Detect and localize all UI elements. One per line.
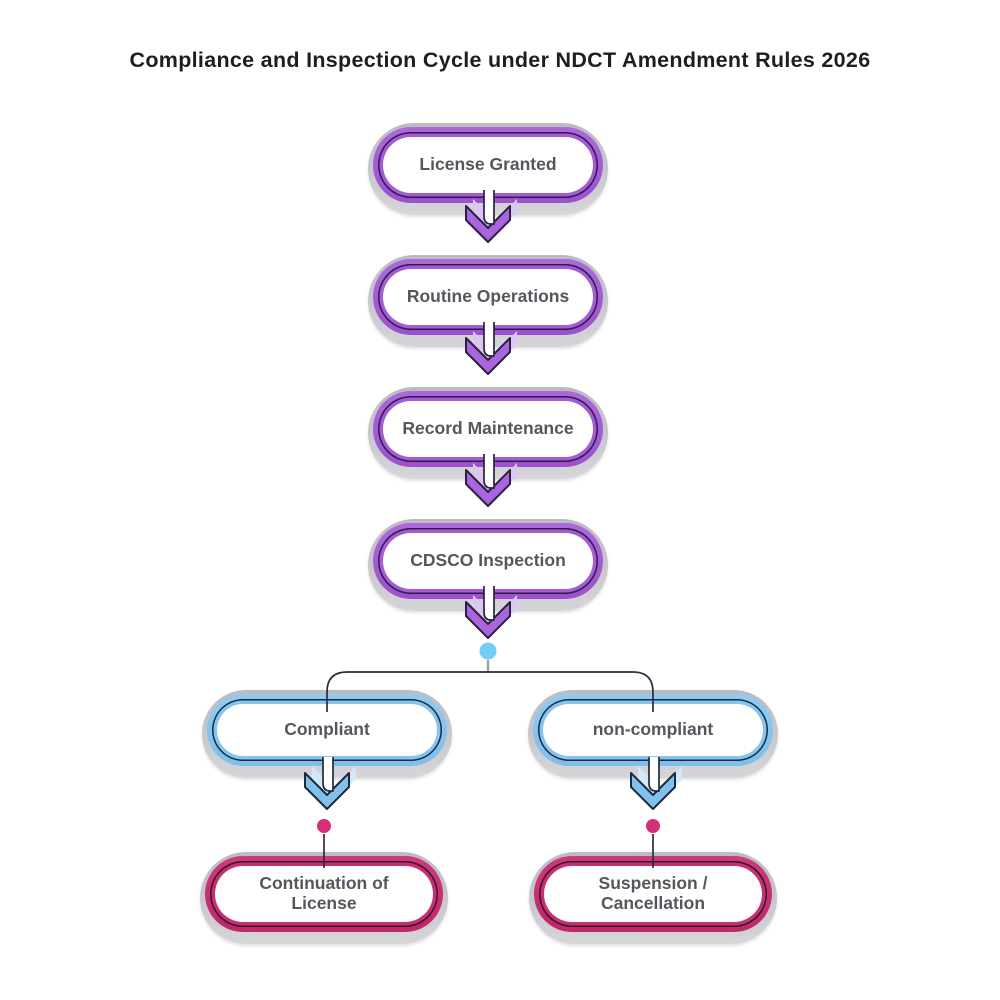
node-label: non-compliant xyxy=(592,719,714,740)
down-arrow-icon xyxy=(456,586,520,642)
stage-node-cdsco-inspection: CDSCO Inspection xyxy=(368,519,608,611)
node-body: Compliant xyxy=(217,704,437,756)
stage-node-license-granted: License Granted xyxy=(368,123,608,215)
node-label: Compliant xyxy=(284,719,370,740)
node-label-line1: Continuation of xyxy=(259,873,389,894)
node-label-line2: License xyxy=(291,893,357,913)
node-body: CDSCO Inspection xyxy=(383,533,593,589)
node-label: License Granted xyxy=(419,154,557,175)
down-arrow-icon xyxy=(295,757,359,813)
down-arrow-icon xyxy=(456,322,520,378)
node-label: Record Maintenance xyxy=(402,418,574,439)
outcome-node-continuation-of-license: Continuation of License xyxy=(200,852,448,944)
outcome-node-suspension-cancellation: Suspension / Cancellation xyxy=(529,852,777,944)
node-body: Continuation of License xyxy=(215,866,433,922)
node-label-line1: Suspension / xyxy=(598,873,708,894)
node-label: Routine Operations xyxy=(406,286,570,307)
outcome-dot-left-icon xyxy=(317,819,331,833)
diagram-title: Compliance and Inspection Cycle under ND… xyxy=(129,48,871,72)
node-body: Record Maintenance xyxy=(383,401,593,457)
down-arrow-icon xyxy=(456,190,520,246)
node-body: Routine Operations xyxy=(383,269,593,325)
node-body: License Granted xyxy=(383,137,593,193)
node-body: non-compliant xyxy=(543,704,763,756)
down-arrow-icon xyxy=(456,454,520,510)
outcome-dot-right-icon xyxy=(646,819,660,833)
node-label: CDSCO Inspection xyxy=(410,550,566,571)
node-label-line2: Cancellation xyxy=(600,893,706,913)
decision-dot-icon xyxy=(479,642,497,660)
down-arrow-icon xyxy=(621,757,685,813)
node-body: Suspension / Cancellation xyxy=(544,866,762,922)
